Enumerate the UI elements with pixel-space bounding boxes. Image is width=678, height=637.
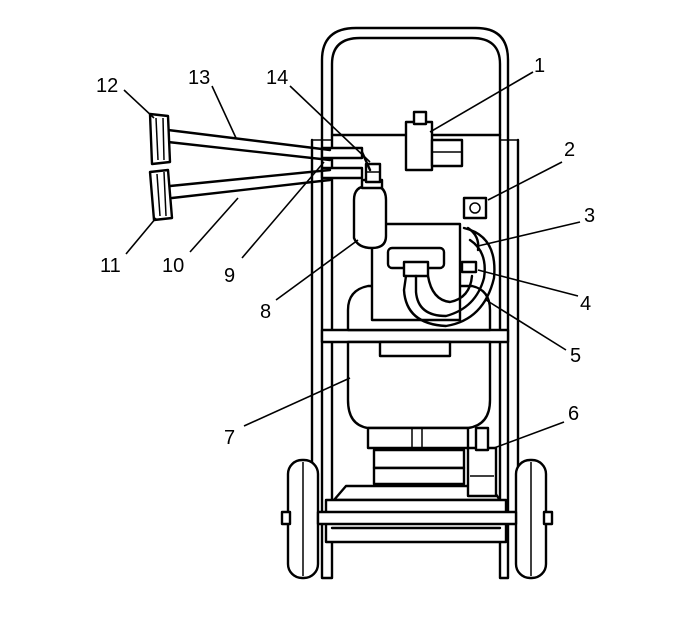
shelf <box>320 328 510 344</box>
callout-12: 12 <box>96 75 118 97</box>
callout-2: 2 <box>564 139 575 161</box>
switch <box>462 196 488 220</box>
oil-bottle <box>466 426 498 498</box>
callout-4: 4 <box>580 293 591 315</box>
upper-hose <box>166 128 332 162</box>
callout-10: 10 <box>162 255 184 277</box>
callout-8: 8 <box>260 301 271 323</box>
callout-11: 11 <box>100 255 121 277</box>
callout-13: 13 <box>188 67 210 89</box>
callout-labels: 1 2 3 4 5 6 7 8 9 10 11 12 13 14 <box>96 55 595 449</box>
hoses <box>402 226 496 328</box>
axle <box>316 510 518 526</box>
callout-1: 1 <box>534 55 545 77</box>
right-wheel <box>514 458 554 580</box>
leader-lines <box>123 71 581 449</box>
callout-7: 7 <box>224 427 235 449</box>
callout-9: 9 <box>224 265 235 287</box>
callout-14: 14 <box>266 67 288 89</box>
callout-3: 3 <box>584 205 595 227</box>
moisture-indicator <box>352 178 388 250</box>
lower-hose <box>168 168 332 200</box>
lower-coupler <box>148 168 174 222</box>
upper-coupler <box>148 112 172 166</box>
callout-5: 5 <box>570 345 581 367</box>
left-wheel <box>280 458 320 580</box>
callout-6: 6 <box>568 403 579 425</box>
control-module <box>404 110 464 172</box>
